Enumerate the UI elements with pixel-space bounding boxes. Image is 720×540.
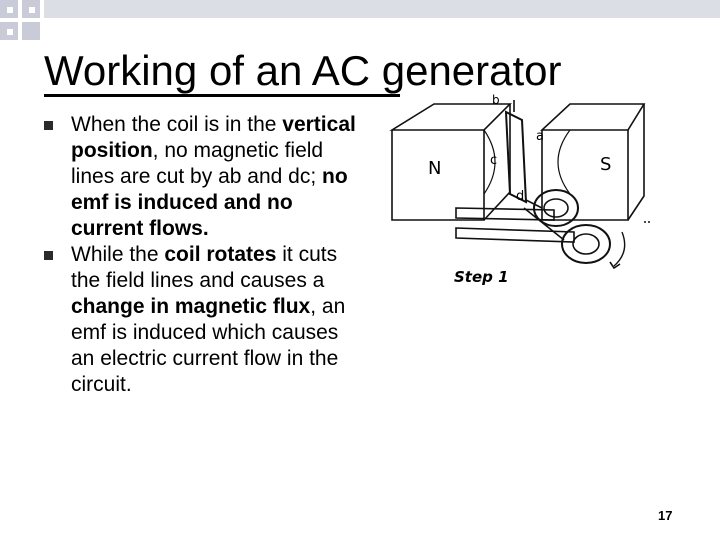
bullet-text-emphasis: no emf is induced and no current flows.	[71, 165, 348, 240]
bullet-text-run: While the	[71, 243, 165, 266]
coil-label-c: c	[490, 153, 497, 168]
bullet-square-icon	[44, 121, 53, 130]
bullet-text-run: When the coil is in the	[71, 113, 283, 136]
bullet-item: While the coil rotates it cuts the field…	[44, 242, 364, 398]
bullet-list: When the coil is in the vertical positio…	[44, 112, 364, 398]
slide-title: Working of an AC generator	[44, 47, 562, 94]
bullet-text: While the coil rotates it cuts the field…	[71, 243, 345, 396]
bullet-text-run: it cuts the field lines and causes a	[71, 243, 338, 292]
coil-label-a: a	[536, 129, 544, 144]
bullet-text-emphasis: coil rotates	[164, 243, 277, 266]
south-pole-label: S	[600, 154, 611, 175]
bullet-text-emphasis: change in magnetic flux	[71, 295, 311, 318]
bullet-text-run: , no magnetic field lines are cut by ab …	[71, 139, 324, 188]
bullet-text-run: , an emf is induced which causes an elec…	[71, 295, 346, 396]
coil-label-b: b	[492, 93, 500, 107]
figure-caption: Step 1	[454, 268, 509, 286]
bullet-item: When the coil is in the vertical positio…	[44, 112, 364, 242]
header-decoration	[0, 0, 720, 40]
north-pole-label: N	[428, 158, 441, 179]
coil-label-d: d	[516, 189, 524, 204]
page-number: 17	[658, 508, 673, 523]
bullet-text: When the coil is in the vertical positio…	[71, 113, 356, 240]
title-underline	[44, 94, 400, 97]
bullet-text-emphasis: vertical position	[71, 113, 356, 162]
bullet-square-icon	[44, 251, 53, 260]
ac-generator-diagram: N S a b c d Step 1	[389, 93, 650, 286]
